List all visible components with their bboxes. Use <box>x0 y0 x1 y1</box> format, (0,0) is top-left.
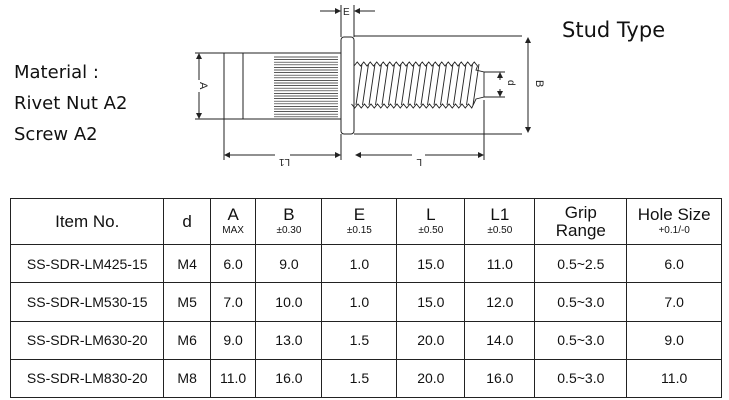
table-cell: 7.0 <box>209 282 257 322</box>
column-header-sub: +0.1/-0 <box>658 224 690 236</box>
column-header-title: A <box>227 204 239 224</box>
table-cell: SS-SDR-LM425-15 <box>9 244 165 284</box>
dim-a-label: A <box>197 82 209 90</box>
dim-d-label: d <box>505 80 516 86</box>
material-screw: Screw A2 <box>14 124 98 145</box>
dim-l1-label: L1 <box>278 156 290 167</box>
material-rivet-nut: Rivet Nut A2 <box>14 93 128 114</box>
stud-drawing: E A B d L1 L <box>195 5 545 167</box>
dim-l-label: L <box>416 156 422 167</box>
column-header-sub: ±0.50 <box>418 224 444 236</box>
column-header-sub: Range <box>555 220 606 240</box>
screw-thread <box>351 61 485 109</box>
table-cell: 11.0 <box>626 358 722 399</box>
rivet-body <box>223 52 342 120</box>
table-cell: 11.0 <box>464 244 536 284</box>
table-cell: 16.0 <box>464 358 536 399</box>
table-cell: 15.0 <box>396 282 466 322</box>
table-cell: 11.0 <box>209 358 257 399</box>
column-header-title: Grip <box>564 202 597 222</box>
column-header: L±0.50 <box>396 197 466 246</box>
table-cell: 1.5 <box>321 358 398 399</box>
table-cell: 15.0 <box>396 244 466 284</box>
column-header-title: B <box>283 204 295 224</box>
column-header-title: d <box>182 211 192 231</box>
column-header-title: L <box>426 204 436 224</box>
page-title: Stud Type <box>562 18 666 42</box>
column-header-sub: MAX <box>222 224 244 236</box>
dim-b-label: B <box>533 80 545 87</box>
column-header: E±0.15 <box>321 197 398 246</box>
table-cell: 9.0 <box>626 320 722 360</box>
column-header-sub: ±0.15 <box>346 224 372 236</box>
table-cell: SS-SDR-LM830-20 <box>9 358 165 399</box>
table-cell: 1.0 <box>321 244 398 284</box>
column-header-title: Item No. <box>55 211 120 231</box>
table-cell: SS-SDR-LM530-15 <box>9 282 165 322</box>
table-cell: 0.5~2.5 <box>534 244 628 284</box>
table-cell: 1.5 <box>321 320 398 360</box>
column-header-title: Hole Size <box>637 204 711 224</box>
table-cell: 14.0 <box>464 320 536 360</box>
column-header-sub: ±0.30 <box>276 224 302 236</box>
table-cell: M4 <box>163 244 211 284</box>
column-header: d <box>163 197 211 246</box>
table-cell: SS-SDR-LM630-20 <box>9 320 165 360</box>
column-header: B±0.30 <box>255 197 323 246</box>
table-cell: 6.0 <box>209 244 257 284</box>
table-cell: 7.0 <box>626 282 722 322</box>
column-header-title: L1 <box>490 204 510 224</box>
table-cell: 1.0 <box>321 282 398 322</box>
flange <box>340 36 355 135</box>
table-cell: 12.0 <box>464 282 536 322</box>
column-header-sub: ±0.50 <box>487 224 513 236</box>
table-cell: 20.0 <box>396 358 466 399</box>
table-cell: 20.0 <box>396 320 466 360</box>
table-cell: 0.5~3.0 <box>534 358 628 399</box>
column-header-title: E <box>353 204 366 224</box>
dim-e-label: E <box>343 7 350 18</box>
table-cell: 0.5~3.0 <box>534 320 628 360</box>
table-cell: 9.0 <box>255 244 323 284</box>
column-header: Item No. <box>9 197 165 246</box>
material-label: Material : <box>14 62 99 83</box>
table-cell: 13.0 <box>255 320 323 360</box>
table-cell: 16.0 <box>255 358 323 399</box>
table-cell: M8 <box>163 358 211 399</box>
table-cell: M5 <box>163 282 211 322</box>
table-cell: 9.0 <box>209 320 257 360</box>
table-cell: 10.0 <box>255 282 323 322</box>
table-cell: 0.5~3.0 <box>534 282 628 322</box>
column-header: L1±0.50 <box>464 197 536 246</box>
column-header: Hole Size+0.1/-0 <box>626 197 722 246</box>
table-cell: M6 <box>163 320 211 360</box>
table-cell: 6.0 <box>626 244 722 284</box>
